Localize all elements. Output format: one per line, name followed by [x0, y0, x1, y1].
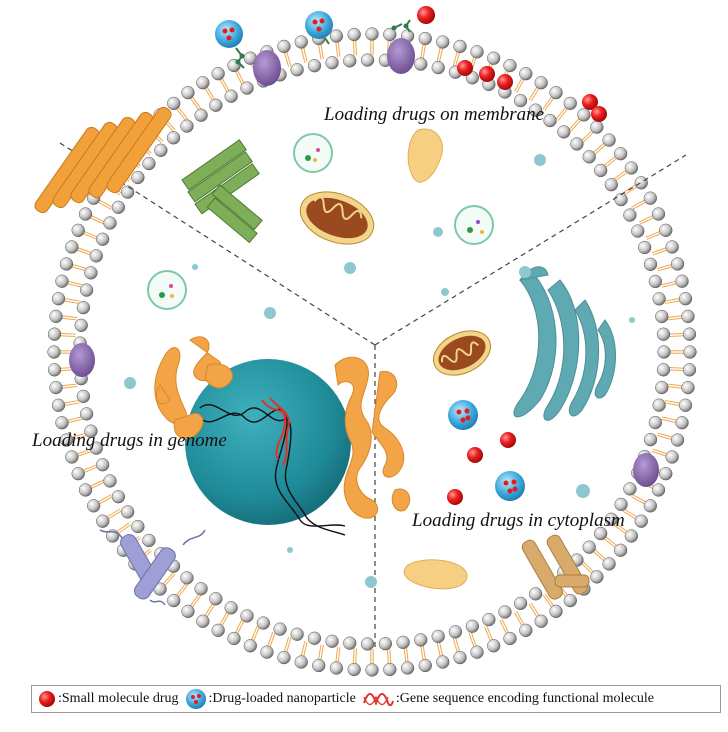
- mitochondrion-right: [426, 322, 497, 384]
- nanoparticle-icon: [185, 688, 207, 710]
- legend: :Small molecule drug :Drug-loaded nanopa…: [31, 685, 721, 713]
- nanoparticles-cytoplasm: [448, 400, 525, 501]
- vesicle-1: [294, 134, 332, 172]
- golgi-apparatus: [514, 267, 616, 421]
- legend-item-gene-sequence: :Gene sequence encoding functional molec…: [362, 689, 654, 709]
- legend-item-nanoparticle: :Drug-loaded nanoparticle: [185, 688, 356, 710]
- red-sphere-icon: [38, 690, 56, 708]
- mitochondrion-top: [293, 182, 381, 253]
- legend-item-small-molecule: :Small molecule drug: [38, 690, 179, 708]
- vesicle-2: [455, 206, 493, 244]
- label-loading-membrane: Loading drugs on membrane: [324, 104, 544, 126]
- label-loading-cytoplasm: Loading drugs in cytoplasm: [412, 510, 625, 532]
- vesicle-3: [148, 271, 186, 309]
- cytoskeleton-bundle: [182, 140, 262, 243]
- legend-label-gene-sequence: :Gene sequence encoding functional molec…: [396, 691, 654, 707]
- legend-label-small-molecule: :Small molecule drug: [58, 691, 179, 707]
- label-loading-genome: Loading drugs in genome: [32, 430, 227, 452]
- legend-label-nanoparticle: :Drug-loaded nanoparticle: [209, 691, 356, 707]
- dna-helix-icon: [362, 689, 394, 709]
